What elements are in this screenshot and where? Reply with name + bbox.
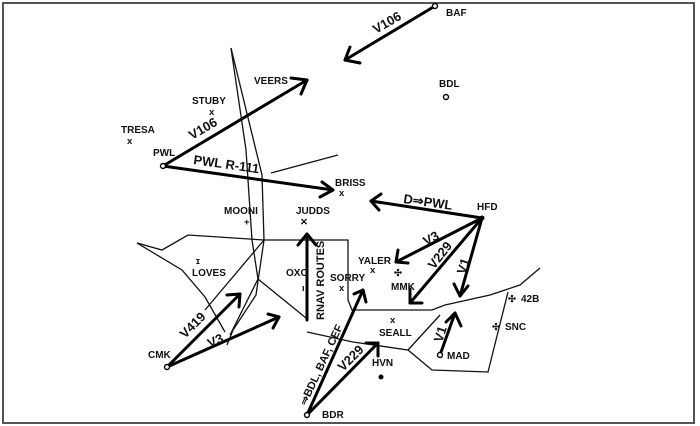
fix-icon-seall: x — [390, 315, 396, 326]
label-mmk: MMK — [391, 282, 416, 293]
route-pwl-r111 — [161, 164, 335, 192]
route-bdr-sorry — [305, 288, 365, 417]
fix-labels: TRESA STUBY VEERS BRISS MOONI JUDDS LOVE… — [121, 76, 412, 339]
dot-icon-hvn — [378, 374, 384, 380]
label-bdl: BDL — [439, 79, 460, 90]
label-judds: JUDDS — [296, 206, 330, 217]
label-loves: LOVES — [192, 268, 226, 279]
route-v229-hfd — [408, 216, 484, 305]
arrowhead — [452, 282, 470, 298]
route-v229-bdr — [305, 341, 380, 417]
navaid-labels: BAF BDL PWL HFD CMK BDR MAD HVN OXC MMK … — [148, 8, 539, 421]
route-d-pwl — [369, 199, 484, 220]
arrowhead — [444, 311, 463, 328]
fix-icon-loves: ɪ — [196, 256, 200, 267]
label-yaler: YALER — [358, 256, 392, 267]
route-v1-hfd — [458, 216, 484, 298]
arrowhead — [408, 287, 424, 305]
label-briss: BRISS — [335, 178, 366, 189]
label-snc: SNC — [505, 322, 526, 333]
fix-icon-sorry: x — [339, 283, 345, 294]
arrowhead — [364, 341, 380, 358]
route-v106-baf — [343, 4, 437, 62]
arrowhead — [289, 76, 309, 96]
vor-icon-hfd — [479, 215, 485, 221]
arrowhead — [296, 232, 318, 247]
fix-icon-mooni: + — [244, 217, 250, 228]
label-pwl: PWL — [153, 148, 175, 159]
fix-icon-briss: x — [339, 188, 345, 199]
arrowhead — [343, 45, 362, 65]
airport-icon-snc: ✣ — [492, 322, 501, 333]
arrowhead — [352, 288, 368, 304]
label-cmk: CMK — [148, 350, 172, 361]
fix-icon-judds: ✕ — [300, 217, 308, 228]
fix-symbols: x x x + ✕ ɪ x x x — [127, 107, 396, 326]
vor-icon-bdr — [303, 411, 311, 419]
route-label-d-pwl: D⇒PWL — [403, 191, 454, 213]
label-bdr: BDR — [322, 410, 344, 421]
vor-icon-mad — [436, 351, 444, 359]
airport-icon-oxc: ı — [302, 283, 305, 294]
label-seall: SEALL — [379, 328, 412, 339]
vor-icon-baf — [431, 2, 439, 10]
fix-icon-tresa: x — [127, 136, 133, 147]
label-hvn: HVN — [372, 358, 393, 369]
arrowhead — [394, 248, 410, 265]
route-v3-cmk — [165, 315, 281, 369]
airspace-boundaries — [136, 47, 541, 373]
route-v419 — [165, 292, 242, 369]
route-label-v1-mad: V1 — [431, 324, 450, 344]
label-oxc: OXC — [286, 268, 308, 279]
vor-icon-pwl — [159, 162, 167, 170]
route-label-rnav: RNAV ROUTES — [315, 241, 327, 320]
label-stuby: STUBY — [192, 96, 226, 107]
route-v106-pwl — [161, 78, 309, 168]
label-veers: VEERS — [254, 76, 288, 87]
label-sorry: SORRY — [330, 273, 366, 284]
airport-icon-42b: ✣ — [508, 294, 517, 305]
label-baf: BAF — [446, 8, 467, 19]
route-label-v1-hfd: V1 — [454, 256, 473, 276]
navaid-symbols: ı ✣ ✣ ✣ — [159, 2, 517, 419]
vor-icon-cmk — [163, 363, 171, 371]
label-mad: MAD — [447, 351, 470, 362]
arrowhead — [369, 192, 383, 212]
route-label-v106-baf: V106 — [370, 8, 404, 36]
arrowhead — [225, 292, 242, 309]
label-42b: 42B — [521, 294, 539, 305]
fix-icon-stuby: x — [209, 107, 215, 118]
label-hfd: HFD — [477, 202, 498, 213]
route-label-v106-pwl: V106 — [186, 114, 220, 142]
routes — [161, 4, 484, 417]
arrowhead — [318, 180, 335, 199]
route-label-v3-cmk: V3 — [205, 330, 226, 350]
label-tresa: TRESA — [121, 125, 155, 136]
vor-icon-bdl — [442, 93, 450, 101]
route-label-v419: V419 — [177, 309, 209, 341]
route-v1-mad — [438, 311, 457, 357]
route-label-v3-hfd: V3 — [420, 228, 441, 249]
route-v3-hfd — [394, 216, 484, 264]
arrowhead — [266, 312, 281, 330]
airport-icon-mmk: ✣ — [394, 268, 403, 279]
fix-icon-yaler: x — [370, 265, 376, 276]
label-mooni: MOONI — [224, 206, 258, 217]
